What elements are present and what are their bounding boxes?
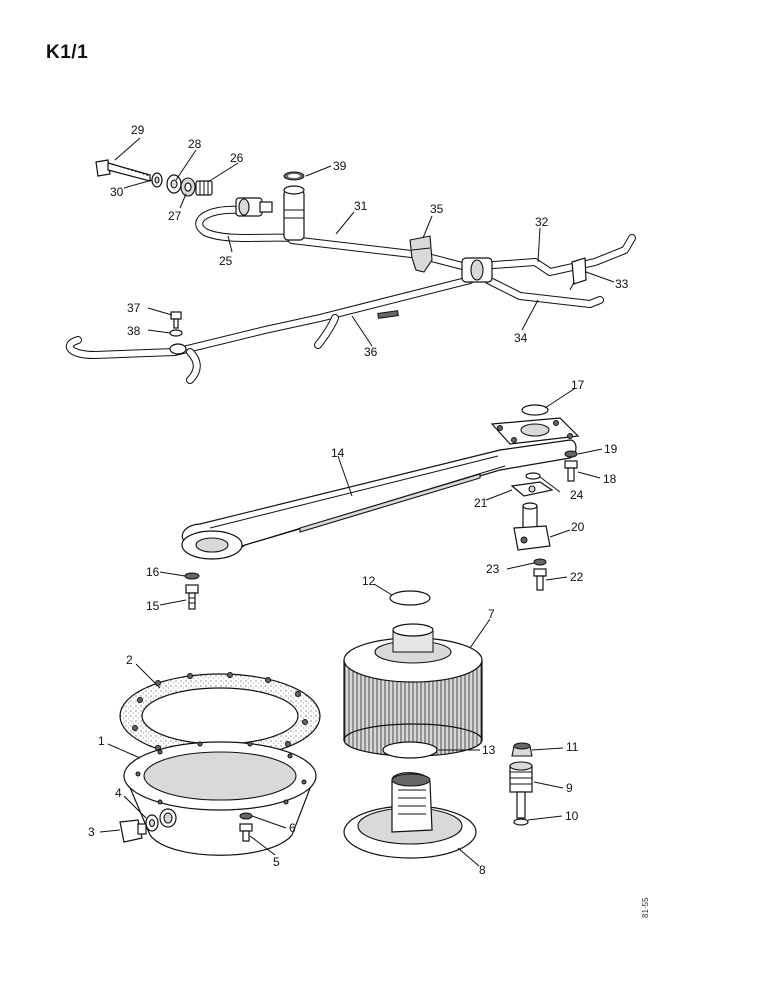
label-27: 27 — [168, 209, 182, 223]
label-26: 26 — [230, 151, 244, 165]
label-38: 38 — [127, 324, 141, 338]
label-28: 28 — [188, 137, 202, 151]
label-22: 22 — [570, 570, 584, 584]
sump-body-1 — [123, 741, 317, 856]
label-15: 15 — [146, 599, 160, 613]
label-37: 37 — [127, 301, 141, 315]
label-29: 29 — [131, 123, 145, 137]
pipe-31 — [288, 236, 474, 272]
gasket-2 — [119, 672, 321, 760]
pipe-36 — [65, 276, 474, 384]
gasket-21 — [510, 481, 554, 497]
pipe-32 — [476, 234, 636, 276]
screw-37 — [170, 311, 182, 329]
bolt-10 — [513, 791, 529, 826]
label-14: 14 — [331, 446, 345, 460]
label-30: 30 — [110, 185, 124, 199]
oil-pickup-tube-14 — [181, 439, 577, 560]
label-19: 19 — [604, 442, 618, 456]
label-39: 39 — [333, 159, 347, 173]
tee-fitting — [283, 185, 305, 241]
pipe-34 — [484, 276, 604, 308]
label-9: 9 — [566, 781, 573, 795]
label-10: 10 — [565, 809, 579, 823]
drain-plug-3 — [119, 819, 147, 843]
label-2: 2 — [126, 653, 133, 667]
label-36: 36 — [364, 345, 378, 359]
label-6: 6 — [289, 821, 296, 835]
label-33: 33 — [615, 277, 629, 291]
o-ring-24 — [525, 472, 541, 480]
bolt-15 — [185, 584, 199, 610]
pipe-clip-lower — [169, 343, 187, 355]
label-17: 17 — [571, 378, 585, 392]
washer-38 — [169, 329, 183, 337]
pipe-union — [235, 197, 273, 217]
filter-element-7 — [343, 623, 483, 757]
washer-23 — [533, 558, 547, 566]
label-18: 18 — [603, 472, 617, 486]
bolt-5 — [239, 823, 253, 842]
label-12: 12 — [362, 574, 376, 588]
seal-39 — [283, 171, 305, 181]
filter-base-8 — [343, 772, 477, 859]
label-25: 25 — [219, 254, 233, 268]
label-23: 23 — [486, 562, 500, 576]
washer-4 — [145, 814, 159, 832]
leader-lines — [99, 137, 615, 867]
label-20: 20 — [571, 520, 585, 534]
washer-6 — [239, 812, 253, 820]
label-35: 35 — [430, 202, 444, 216]
relief-valve-20 — [513, 502, 551, 551]
sheet-title: K1/1 — [46, 42, 89, 63]
label-3: 3 — [88, 825, 95, 839]
connector-26 — [195, 180, 213, 196]
label-16: 16 — [146, 565, 160, 579]
label-13: 13 — [482, 743, 496, 757]
label-11: 11 — [566, 740, 579, 754]
washer-28 — [166, 174, 182, 194]
pipe-assembly — [65, 159, 636, 384]
label-24: 24 — [570, 488, 584, 502]
label-21: 21 — [474, 496, 488, 510]
label-8: 8 — [479, 863, 486, 877]
washer-30 — [151, 172, 163, 188]
pipe-25 — [195, 205, 296, 242]
spring-9 — [509, 761, 533, 793]
label-7: 7 — [488, 607, 495, 621]
label-5: 5 — [273, 855, 280, 869]
washer-19 — [564, 450, 578, 458]
label-32: 32 — [535, 215, 549, 229]
clip-35 — [409, 235, 433, 273]
tee-junction — [461, 257, 493, 283]
o-ring-13 — [382, 741, 438, 759]
label-4: 4 — [115, 786, 122, 800]
nut-27 — [180, 177, 196, 197]
nut-11 — [511, 742, 533, 757]
o-ring-17 — [521, 404, 549, 416]
bolt-22 — [533, 568, 547, 591]
banjo-bolt-29 — [95, 159, 151, 182]
o-ring-12 — [389, 590, 431, 606]
bolt-18 — [564, 460, 578, 482]
label-34: 34 — [514, 331, 528, 345]
flange-plate — [490, 417, 580, 445]
clip-33 — [569, 257, 587, 291]
label-31: 31 — [354, 199, 368, 213]
part-number-labels: 29 28 26 30 27 39 31 25 35 32 33 34 36 3… — [88, 123, 629, 877]
washer-16 — [184, 572, 200, 580]
label-1: 1 — [98, 734, 105, 748]
